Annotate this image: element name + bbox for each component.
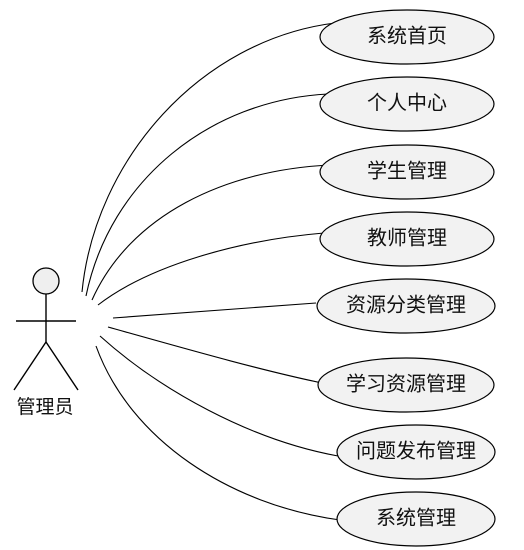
actor[interactable]: 管理员 [13,267,79,418]
use-case-label: 个人中心 [367,91,447,115]
actor-right-leg [45,341,79,391]
use-case-ellipse [336,424,496,480]
use-case-ellipse [319,211,495,267]
use-case-personal-center[interactable]: 个人中心 [319,76,495,132]
use-case-label: 问题发布管理 [356,439,476,463]
use-case-ellipse [319,144,495,200]
use-case-ellipse [319,76,495,132]
association-line-student-mgmt [91,164,331,301]
use-case-system-home[interactable]: 系统首页 [319,9,495,65]
use-case-teacher-mgmt[interactable]: 教师管理 [319,211,495,267]
use-case-label: 学生管理 [367,159,447,183]
use-case-student-mgmt[interactable]: 学生管理 [319,144,495,200]
association-line-system-mgmt [95,345,341,521]
use-case-ellipse [316,278,496,334]
use-case-label: 教师管理 [367,226,447,250]
use-case-ellipse [317,357,495,413]
association-line-personal-center [85,93,329,297]
actor-label: 管理员 [16,396,73,418]
association-line-category-mgmt [112,302,317,319]
actor-left-leg [13,341,47,391]
use-case-system-mgmt[interactable]: 系统管理 [336,491,496,547]
use-case-resource-mgmt[interactable]: 学习资源管理 [317,357,495,413]
use-case-label: 学习资源管理 [346,372,466,396]
association-line-system-home [81,22,336,293]
association-line-resource-mgmt [107,326,323,384]
use-case-ellipse [319,9,495,65]
use-case-label: 系统管理 [376,506,456,530]
actor-head [32,267,60,295]
use-case-label: 系统首页 [367,24,447,48]
use-case-question-mgmt[interactable]: 问题发布管理 [336,424,496,480]
use-case-label: 资源分类管理 [346,293,466,317]
association-line-question-mgmt [99,335,339,457]
use-case-category-mgmt[interactable]: 资源分类管理 [316,278,496,334]
associations [81,22,341,521]
association-line-teacher-mgmt [97,232,325,306]
use-case-ellipse [336,491,496,547]
